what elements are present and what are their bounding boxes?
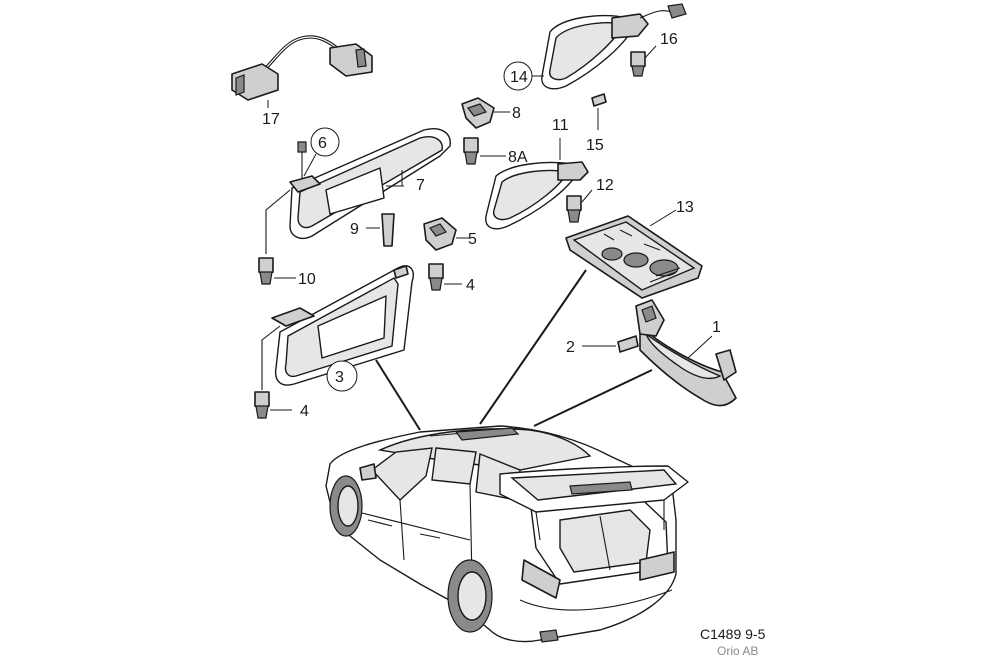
pointer-lines (375, 269, 653, 431)
rear-view-mirror-lower-part (485, 138, 589, 230)
callout-ring-3 (326, 360, 358, 392)
label-2: 2 (566, 339, 575, 356)
drawing-reference-code: C1489 9-5 (700, 626, 766, 642)
label-1: 1 (712, 319, 721, 336)
label-16: 16 (660, 31, 678, 48)
label-13: 13 (676, 199, 694, 216)
sun-visor-lower-part (261, 265, 414, 390)
rear-view-mirror-upper-part (541, 3, 687, 90)
bulb-9-part (366, 213, 395, 247)
car-illustration (325, 425, 689, 643)
screw-8a-part (463, 137, 506, 165)
label-6: 6 (318, 135, 327, 152)
label-7: 7 (416, 177, 425, 194)
sun-visor-upper-part (265, 128, 451, 254)
callout-labels: 17 6 7 9 10 3 4 5 4 8 8A 14 16 15 11 12 … (262, 31, 721, 420)
label-12: 12 (596, 177, 614, 194)
label-4-upper: 4 (466, 277, 475, 294)
roof-console-13-part (565, 209, 703, 299)
label-9: 9 (350, 221, 359, 238)
label-11: 11 (552, 117, 569, 134)
label-4-lower: 4 (300, 403, 309, 420)
screw-10-part (258, 257, 296, 285)
label-8: 8 (512, 105, 521, 122)
screw-4-lower-part (254, 391, 292, 419)
callout-ring-6 (310, 127, 340, 157)
label-10: 10 (298, 271, 316, 288)
grab-handle-1-part (635, 299, 737, 407)
visor-bracket-5-part (423, 217, 470, 251)
label-5: 5 (468, 231, 477, 248)
screw-16-part (630, 45, 657, 77)
screw-2-part (582, 335, 639, 353)
label-3: 3 (335, 369, 344, 386)
screw-4-upper-part (428, 263, 462, 291)
label-15: 15 (586, 137, 604, 154)
wiring-harness-part (231, 35, 373, 108)
copyright-owner: Orio AB (717, 644, 759, 658)
cap-15-part (591, 93, 607, 130)
label-17: 17 (262, 111, 280, 128)
screw-12-part (566, 189, 593, 223)
label-8a: 8A (508, 149, 528, 166)
mirror-bracket-8-part (461, 97, 510, 129)
label-14: 14 (510, 69, 528, 86)
